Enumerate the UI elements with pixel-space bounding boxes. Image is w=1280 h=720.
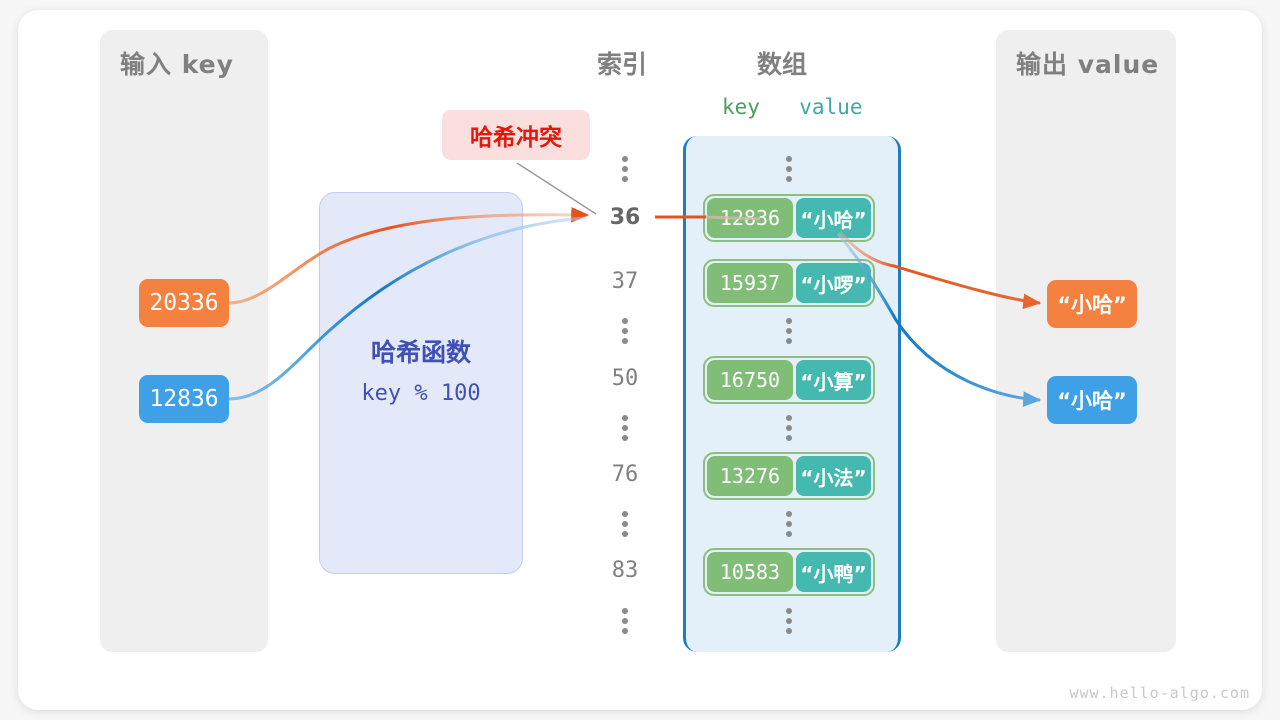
hash-function-title: 哈希函数: [370, 338, 471, 367]
output-panel-title: 输出 value: [1016, 50, 1160, 79]
array-pair-36-key: 12836: [707, 198, 793, 238]
array-pair-36[interactable]: 12836 “小哈”: [703, 194, 875, 242]
input-key-20336[interactable]: 20336: [139, 279, 229, 327]
input-key-12836-label: 12836: [149, 386, 219, 412]
index-ellipsis-bottom: [615, 608, 635, 634]
output-value-top[interactable]: “小哈”: [1047, 280, 1137, 328]
array-pair-37[interactable]: 15937 “小啰”: [703, 259, 875, 307]
index-ellipsis-top: [615, 156, 635, 182]
array-key-header: key: [722, 95, 760, 119]
array-pair-83[interactable]: 10583 “小鸭”: [703, 548, 875, 596]
array-column-title: 数组: [757, 50, 808, 79]
index-ellipsis-1: [615, 318, 635, 344]
output-value-bottom[interactable]: “小哈”: [1047, 376, 1137, 424]
array-pair-36-value: “小哈”: [796, 198, 871, 238]
array-value-header: value: [799, 95, 863, 119]
index-37[interactable]: 37: [611, 269, 639, 294]
array-pair-50-value: “小算”: [796, 360, 871, 400]
index-50[interactable]: 50: [611, 366, 639, 391]
array-kv-header: key value: [722, 95, 862, 119]
collision-label: 哈希冲突: [470, 125, 562, 151]
array-pair-50[interactable]: 16750 “小算”: [703, 356, 875, 404]
input-panel: [100, 30, 268, 652]
index-83[interactable]: 83: [611, 558, 639, 583]
array-pair-37-key: 15937: [707, 263, 793, 303]
hash-function-box: 哈希函数 key % 100: [319, 192, 523, 574]
input-key-20336-label: 20336: [149, 290, 219, 316]
output-value-top-label: “小哈”: [1057, 293, 1127, 317]
collision-callout: 哈希冲突: [442, 110, 590, 160]
array-ellipsis-top: [779, 156, 799, 182]
index-76[interactable]: 76: [611, 462, 639, 487]
array-ellipsis-3: [779, 511, 799, 537]
index-ellipsis-2: [615, 415, 635, 441]
array-pair-76-value: “小法”: [796, 456, 871, 496]
array-ellipsis-1: [779, 318, 799, 344]
index-column-title: 索引: [597, 50, 648, 79]
array-ellipsis-bottom: [779, 608, 799, 634]
output-panel: [996, 30, 1176, 652]
array-pair-76[interactable]: 13276 “小法”: [703, 452, 875, 500]
array-pair-37-value: “小啰”: [796, 263, 871, 303]
watermark: www.hello-algo.com: [1069, 684, 1250, 702]
hash-function-formula: key % 100: [361, 381, 481, 406]
index-ellipsis-3: [615, 511, 635, 537]
input-key-12836[interactable]: 12836: [139, 375, 229, 423]
array-pair-50-key: 16750: [707, 360, 793, 400]
input-panel-title: 输入 key: [120, 50, 234, 79]
array-pair-83-key: 10583: [707, 552, 793, 592]
index-36[interactable]: 36: [609, 205, 641, 230]
array-pair-83-value: “小鸭”: [796, 552, 871, 592]
array-ellipsis-2: [779, 415, 799, 441]
output-value-bottom-label: “小哈”: [1057, 389, 1127, 413]
array-pair-76-key: 13276: [707, 456, 793, 496]
